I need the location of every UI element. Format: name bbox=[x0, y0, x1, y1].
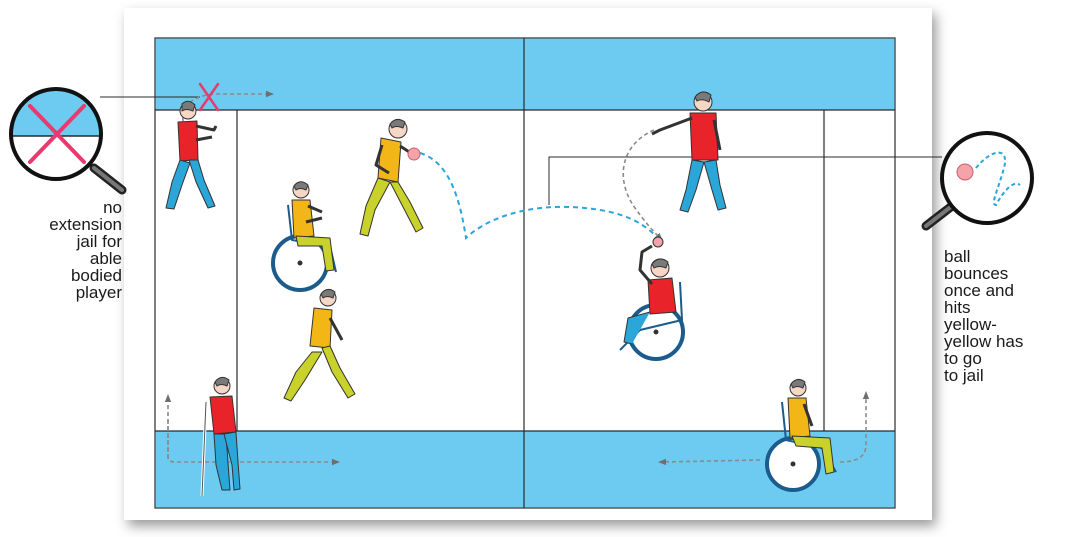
caption-right: ball bounces once and hits yellow- yello… bbox=[944, 248, 1069, 384]
jail-zone-top bbox=[156, 39, 895, 110]
ball-icon bbox=[408, 148, 420, 160]
magnifier-icon-right bbox=[926, 120, 1050, 240]
caption-left: no extension jail for able bodied player bbox=[0, 199, 122, 301]
ball-icon bbox=[957, 164, 973, 180]
ball-icon bbox=[653, 237, 663, 247]
